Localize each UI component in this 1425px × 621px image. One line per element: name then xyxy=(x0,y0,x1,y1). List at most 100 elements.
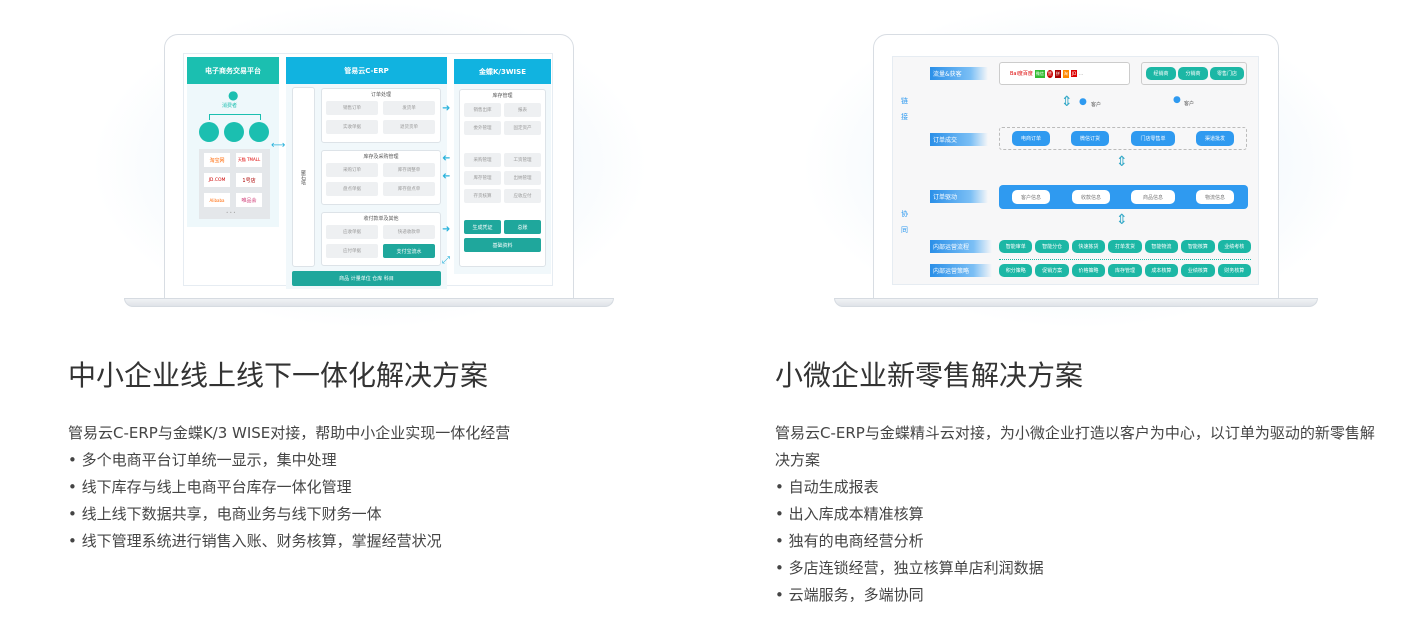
logo-taobao: 淘宝网 xyxy=(204,153,230,167)
group-title: 收付款单及其他 xyxy=(363,216,399,222)
base-data-bar: 商品 计量单位 仓库 科目 xyxy=(292,271,441,286)
left-description: 管易云C-ERP与金蝶K/3 WISE对接，帮助中小企业实现一体化经营 • 多个… xyxy=(68,420,678,555)
item: 应收应付 xyxy=(504,189,541,203)
intro: 管易云C-ERP与金蝶精斗云对接，为小微企业打造以客户为中心，以订单为驱动的新零… xyxy=(775,424,1375,469)
item: 出纳管理 xyxy=(504,171,541,185)
logo-tmall: 天猫 TMALL xyxy=(236,153,262,167)
bullet: • 多个电商平台订单统一显示，集中处理 xyxy=(68,451,337,469)
arrow-right-icon: ➜ xyxy=(442,103,451,114)
item-voucher: 生成凭证 xyxy=(464,220,501,234)
item: 库存调整单 xyxy=(383,163,435,177)
panel-header-ecommerce: 电子商务交易平台 xyxy=(187,57,279,84)
thumb-logo: 赞 xyxy=(1046,69,1053,78)
process-pill: 智能分仓 xyxy=(1035,240,1069,253)
jushita-column: 聚石塔 xyxy=(292,87,315,267)
strategy-row: 积分策略促销方案价格策略库存管理成本核算业绩核算财务核算 xyxy=(999,264,1251,277)
orders-box xyxy=(999,127,1247,150)
arrow-right-icon: ➜ xyxy=(442,224,451,235)
item: 应收单据 xyxy=(326,225,378,239)
channel-pill: 分销商 xyxy=(1178,67,1208,80)
item: 销售订单 xyxy=(326,101,378,115)
divider xyxy=(999,259,1251,260)
group-title: 订单处理 xyxy=(370,92,391,98)
red-logo: 拼 xyxy=(1054,69,1061,78)
item: 销售出库 xyxy=(464,103,501,117)
left-solution-title: 中小企业线上线下一体化解决方案 xyxy=(68,359,489,392)
customer-label: 客户 xyxy=(1091,102,1102,108)
strategy-pill: 库存管理 xyxy=(1108,264,1142,277)
arrow-left-icon: ➜ xyxy=(442,153,451,164)
jd-logo: JD xyxy=(1070,70,1078,77)
item: 实收单据 xyxy=(326,120,378,134)
strategy-pill: 财务核算 xyxy=(1217,264,1251,277)
bullet: • 自动生成报表 xyxy=(775,478,879,496)
row-label: 内部运营策略 xyxy=(930,264,992,277)
strategy-pill: 价格策略 xyxy=(1071,264,1106,277)
order-pill: 渠道批发 xyxy=(1196,131,1234,146)
bullet: • 多店连锁经营，独立核算单店利润数据 xyxy=(775,559,1044,577)
order-pill: 电商订单 xyxy=(1012,131,1050,146)
row-label: 流量&获客 xyxy=(930,67,988,80)
erp-integration-diagram: 电子商务交易平台 ● 消费者 淘宝网 天猫 TMALL JD.COM 1号店 A… xyxy=(183,53,553,289)
customer-icon: ● xyxy=(1079,97,1087,107)
right-solution-title: 小微企业新零售解决方案 xyxy=(775,359,1084,392)
customer-icon: ● xyxy=(1173,95,1181,105)
item-basic-data: 基础资料 xyxy=(464,238,541,252)
bullet: • 云端服务，多端协同 xyxy=(775,586,924,604)
taobao-logo: 淘 xyxy=(1062,69,1069,78)
panel-header-erp: 管易云C-ERP xyxy=(286,57,447,84)
item: 固定资产 xyxy=(504,121,541,135)
right-description: 管易云C-ERP与金蝶精斗云对接，为小微企业打造以客户为中心，以订单为驱动的新零… xyxy=(775,420,1375,609)
side-label-link: 链接 xyxy=(901,97,908,121)
logo-alibaba: Alibaba xyxy=(204,193,230,207)
more-dots: • • • xyxy=(226,210,236,215)
group-title: 库存管理 xyxy=(492,93,513,99)
logo-vip: 唯品会 xyxy=(236,193,262,207)
strategy-pill: 成本核算 xyxy=(1144,264,1179,277)
bullet: • 线上线下数据共享，电商业务与线下财务一体 xyxy=(68,505,382,523)
more: ... xyxy=(1079,71,1083,76)
baidu-logo: Bai度百度 xyxy=(1010,71,1033,77)
item: 报表 xyxy=(504,103,541,117)
bullet: • 出入库成本精准核算 xyxy=(775,505,924,523)
process-row: 智能审单智能分仓快速拣货打单发货智能物流智能核算业绩考核 xyxy=(999,240,1251,253)
info-pill: 物流信息 xyxy=(1196,190,1234,204)
vertical-arrow-icon: ⇕ xyxy=(1116,154,1128,170)
process-pill: 打单发货 xyxy=(1108,240,1142,253)
item: 快递收款单 xyxy=(383,225,435,239)
customer-label: 客户 xyxy=(1184,101,1195,107)
item: 盘点单据 xyxy=(326,182,378,196)
traffic-sources: Bai度百度 微信 赞 拼 淘 JD ... xyxy=(999,62,1130,85)
strategy-pill: 积分策略 xyxy=(999,264,1033,277)
item: 发货单 xyxy=(383,101,435,115)
channel-pill: 经销商 xyxy=(1146,67,1176,80)
item: 存货核算 xyxy=(464,189,501,203)
item: 采购订单 xyxy=(326,163,378,177)
process-pill: 业绩考核 xyxy=(1217,240,1251,253)
laptop-base-left xyxy=(124,298,614,307)
item: 退货货单 xyxy=(383,120,435,134)
panel-header-kingdee: 金蝶K/3WISE xyxy=(454,59,551,84)
item: 采购管理 xyxy=(464,153,501,167)
arrow-left-icon: ➜ xyxy=(442,171,451,182)
connector xyxy=(209,114,261,120)
group-title: 库存及采购管理 xyxy=(363,154,399,160)
diagonal-arrow-icon: ⤢ xyxy=(442,255,450,266)
strategy-pill: 促销方案 xyxy=(1035,264,1069,277)
logo-jd: JD.COM xyxy=(204,173,230,187)
desktop-icon xyxy=(249,122,269,142)
side-label-collab: 协同 xyxy=(901,210,908,234)
user-icon: ● xyxy=(228,88,239,102)
intro: 管易云C-ERP与金蝶K/3 WISE对接，帮助中小企业实现一体化经营 xyxy=(68,424,511,442)
bullet: • 线下库存与线上电商平台库存一体化管理 xyxy=(68,478,352,496)
item: 库存管理 xyxy=(464,171,501,185)
vertical-arrow-icon: ⇕ xyxy=(1116,212,1128,228)
channel-pill: 零售门店 xyxy=(1210,67,1244,80)
row-label: 订单驱动 xyxy=(930,190,988,203)
item-ledger: 总账 xyxy=(504,220,541,234)
consumer-label: 消费者 xyxy=(222,103,238,109)
item: 应付单据 xyxy=(326,244,378,258)
info-pill: 商品信息 xyxy=(1131,190,1175,204)
vertical-arrow-icon: ⇕ xyxy=(1061,94,1073,110)
item: 委外管理 xyxy=(464,121,501,135)
